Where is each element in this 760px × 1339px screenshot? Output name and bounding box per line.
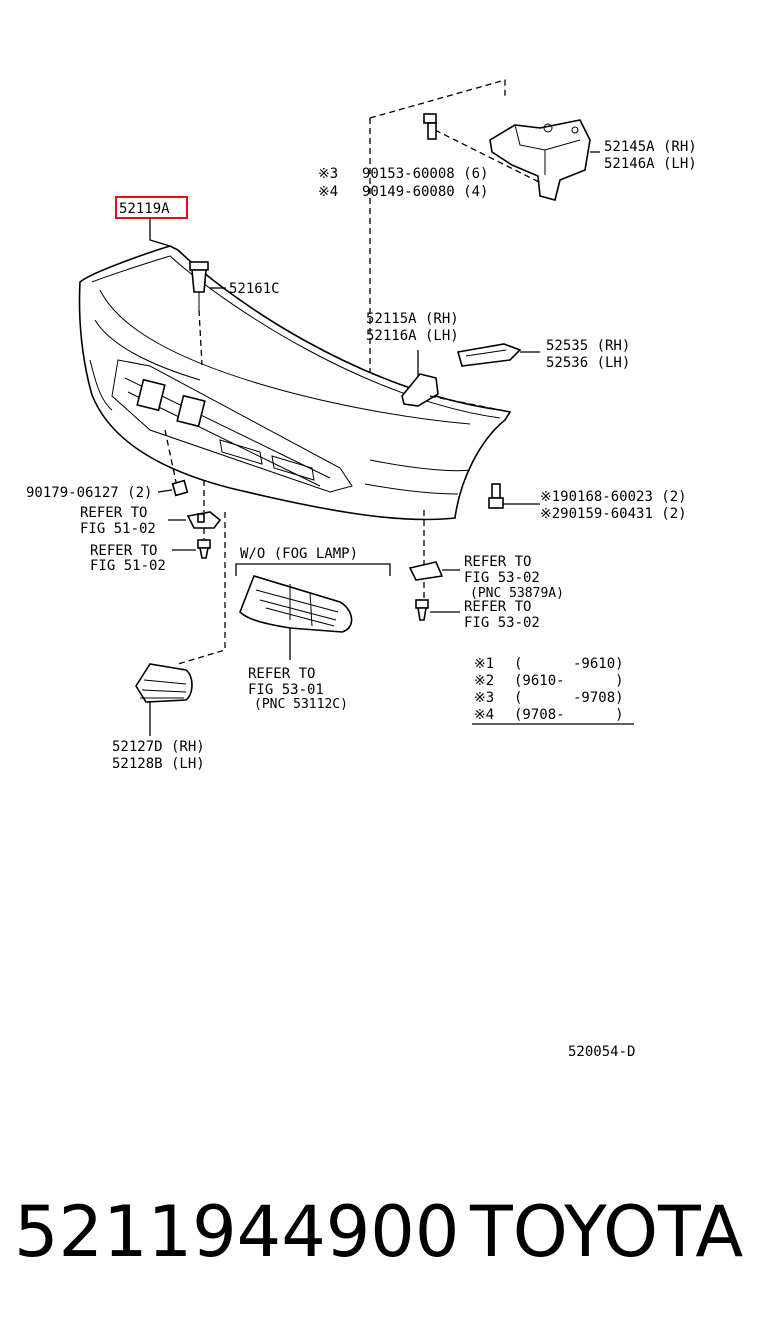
note-range-1: ( -9610) [514, 656, 624, 672]
clip-refer3-drawing [408, 561, 444, 581]
label-52161c: 52161C [229, 281, 280, 297]
note-mark-4: ※4 [474, 707, 494, 723]
dashed-frame-top [369, 79, 506, 119]
note-mark-1: ※1 [474, 656, 494, 672]
bumper-cover-drawing [78, 245, 512, 521]
note4-mark: ※4 [318, 184, 338, 200]
label-refer5c: (PNC 53112C) [254, 697, 348, 712]
label-52119a: 52119A [119, 201, 170, 217]
label-refer3b: FIG 53-02 [464, 570, 540, 586]
label-refer4a: REFER TO [464, 599, 531, 615]
retainer-52115a-drawing [401, 373, 439, 407]
label-52116a: 52116A (LH) [366, 328, 459, 344]
label-90149: 90149-60080 (4) [362, 184, 488, 200]
leader-clip [198, 309, 203, 366]
wo-fog-bracket-line [235, 563, 391, 576]
label-wo-fog-lamp: W/O (FOG LAMP) [240, 546, 358, 562]
note-range-4: (9708- ) [514, 707, 624, 723]
label-52535: 52535 (RH) [546, 338, 630, 354]
note3-mark: ※3 [318, 166, 338, 182]
label-refer5a: REFER TO [248, 666, 315, 682]
label-52146a: 52146A (LH) [604, 156, 697, 172]
note-mark-2: ※2 [474, 673, 494, 689]
figure-code: 520054-D [568, 1044, 635, 1060]
label-90179: 90179-06127 (2) [26, 485, 152, 501]
label-52536: 52536 (LH) [546, 355, 630, 371]
note-range-3: ( -9708) [514, 690, 624, 706]
label-refer4b: FIG 53-02 [464, 615, 540, 631]
label-refer1a: REFER TO [80, 505, 147, 521]
bolt-90153-drawing [423, 113, 437, 140]
clip-52161c-drawing [189, 261, 209, 310]
footer-part-number: 5211944900 [14, 1191, 459, 1273]
clip-refer1-drawing [186, 511, 222, 529]
label-refer1b: FIG 51-02 [80, 521, 156, 537]
grille-52127d-drawing [135, 663, 193, 703]
leader-bolt-bracket [434, 129, 546, 186]
label-90153: 90153-60008 (6) [362, 166, 488, 182]
screw-90179-drawing [171, 479, 189, 497]
note-range-2: (9610- ) [514, 673, 624, 689]
note-mark-3: ※3 [474, 690, 494, 706]
part-highlight-box [115, 196, 188, 219]
label-290159: ※290159-60431 (2) [540, 506, 687, 522]
clip-refer2-drawing [197, 539, 211, 559]
bolt-190168-drawing [488, 483, 504, 509]
label-refer5b: FIG 53-01 [248, 682, 324, 698]
notes-table: ※1 ( -9610) ※2 (9610- ) ※3 ( -9708) ※4 (… [474, 656, 624, 723]
label-refer3c: (PNC 53879A) [470, 586, 564, 601]
bracket-52145a-drawing [489, 119, 591, 201]
label-52128b: 52128B (LH) [112, 756, 205, 772]
clip-refer4-drawing [415, 599, 429, 621]
label-190168: ※190168-60023 (2) [540, 489, 687, 505]
label-52115a: 52115A (RH) [366, 311, 459, 327]
label-52127d: 52127D (RH) [112, 739, 205, 755]
fog-lamp-cover-drawing [239, 575, 353, 633]
spacer-52535-drawing [456, 343, 522, 367]
label-refer2b: FIG 51-02 [90, 558, 166, 574]
label-refer2a: REFER TO [90, 543, 157, 559]
label-refer3a: REFER TO [464, 554, 531, 570]
label-52145a: 52145A (RH) [604, 139, 697, 155]
footer-brand: TOYOTA [469, 1191, 743, 1273]
